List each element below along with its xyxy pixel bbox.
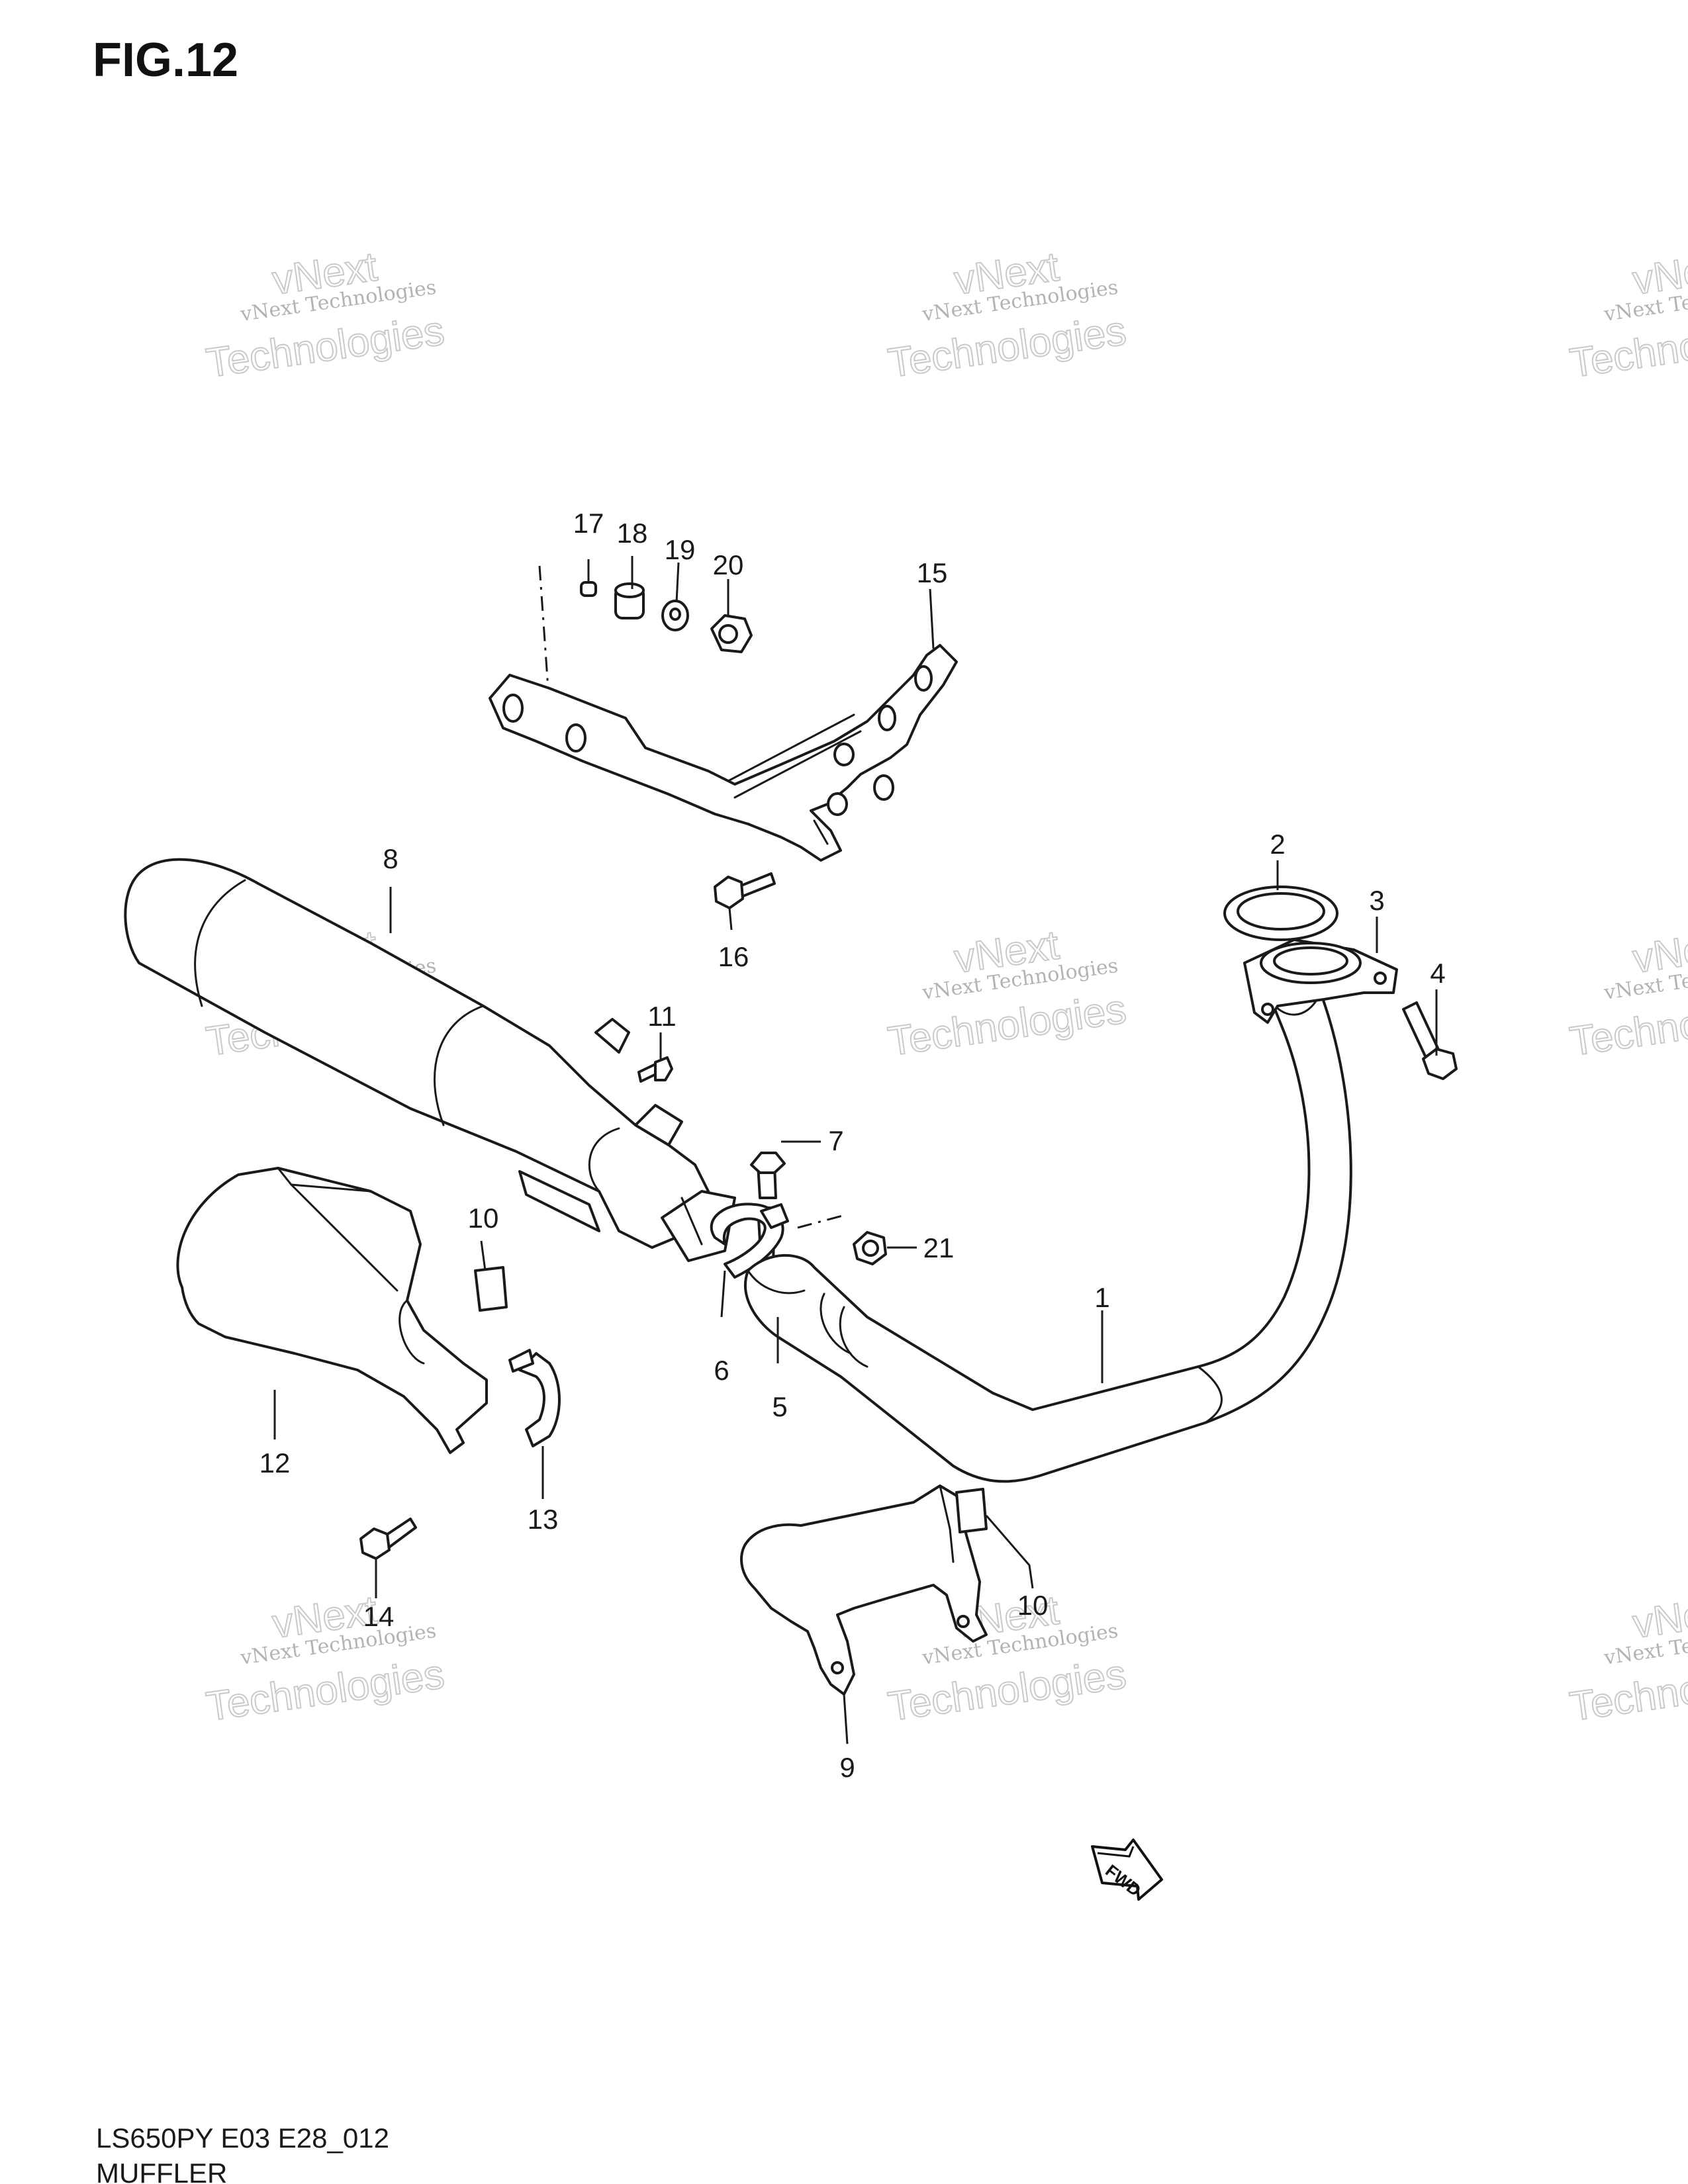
callout-4[interactable]: 4 <box>1430 958 1445 989</box>
part-4-stud-bolt[interactable] <box>1402 1001 1458 1080</box>
part-8-muffler[interactable] <box>124 858 736 1262</box>
callout-19[interactable]: 19 <box>665 534 696 565</box>
part-21-nut[interactable] <box>853 1231 887 1265</box>
watermark-line3: Technologies <box>885 308 1129 387</box>
watermark-line3: Technologies <box>203 308 447 387</box>
part-6-clamp[interactable] <box>710 1203 789 1279</box>
watermark-top-left: vNext vNext Technologies Technologies <box>203 243 447 387</box>
callout-16[interactable]: 16 <box>718 941 749 972</box>
callouts: 1 2 3 4 5 6 7 8 9 10 10 11 12 13 14 15 1… <box>259 508 1446 1783</box>
part-13-cover-clamp[interactable] <box>508 1349 561 1447</box>
part-9-pipe-cover[interactable] <box>740 1484 988 1696</box>
callout-2[interactable]: 2 <box>1270 829 1285 860</box>
callout-5[interactable]: 5 <box>772 1391 787 1422</box>
callout-8[interactable]: 8 <box>383 843 398 874</box>
part-1-exhaust-pipe[interactable] <box>744 991 1352 1483</box>
watermark-low-left: vNext vNext Technologies Technologies <box>203 1586 447 1730</box>
callout-10-right[interactable]: 10 <box>1017 1590 1049 1621</box>
figure-title: FIG.12 <box>93 34 238 87</box>
watermark-top-right: vNext vNext Technologies Technologies <box>1566 243 1688 387</box>
callout-21[interactable]: 21 <box>923 1232 955 1263</box>
callout-11[interactable]: 11 <box>647 1001 677 1032</box>
part-10-plate-right[interactable] <box>955 1488 988 1533</box>
callout-14[interactable]: 14 <box>363 1601 395 1632</box>
section-name: MUFFLER <box>96 2158 227 2184</box>
part-3-flange[interactable] <box>1243 938 1398 1024</box>
callout-9[interactable]: 9 <box>839 1752 855 1783</box>
callout-13[interactable]: 13 <box>528 1504 559 1535</box>
callout-10-left[interactable]: 10 <box>468 1203 499 1234</box>
fwd-arrow-icon: FWD <box>1091 1839 1163 1901</box>
watermark-mid-right: vNext vNext Technologies Technologies <box>1566 921 1688 1065</box>
callout-15[interactable]: 15 <box>917 557 948 588</box>
part-17-cap[interactable] <box>580 581 597 597</box>
callout-12[interactable]: 12 <box>259 1447 291 1479</box>
callout-20[interactable]: 20 <box>713 549 744 580</box>
watermark-low-center: vNext vNext Technologies Technologies <box>884 1586 1129 1730</box>
watermark-line3: Technologies <box>885 986 1129 1065</box>
callout-7[interactable]: 7 <box>828 1125 843 1156</box>
watermark-low-right: vNext vNext Technologies Technologies <box>1566 1586 1688 1730</box>
leader-lines <box>273 556 1438 1745</box>
part-11-bolt[interactable] <box>637 1056 673 1083</box>
callout-18[interactable]: 18 <box>617 518 648 549</box>
part-14-bolt[interactable] <box>359 1518 417 1560</box>
part-16-bolt[interactable] <box>714 872 776 909</box>
part-2-gasket[interactable] <box>1223 886 1338 941</box>
part-15-bracket[interactable] <box>489 644 958 862</box>
callout-6[interactable]: 6 <box>714 1355 729 1386</box>
callout-17[interactable]: 17 <box>573 508 604 539</box>
part-18-cushion[interactable] <box>614 582 645 619</box>
part-10-plate-left[interactable] <box>474 1266 508 1312</box>
part-12-muffler-cover[interactable] <box>176 1167 488 1454</box>
part-19-washer[interactable] <box>661 600 689 631</box>
callout-1[interactable]: 1 <box>1094 1282 1109 1313</box>
model-code: LS650PY E03 E28_012 <box>96 2122 389 2154</box>
watermark-line3: Technologies <box>885 1651 1129 1730</box>
watermark-top-center: vNext vNext Technologies Technologies <box>884 243 1129 387</box>
callout-3[interactable]: 3 <box>1369 885 1384 916</box>
watermark-mid-center: vNext vNext Technologies Technologies <box>884 921 1129 1065</box>
part-20-nut[interactable] <box>710 614 753 653</box>
watermark-line3: Technologies <box>203 1651 447 1730</box>
